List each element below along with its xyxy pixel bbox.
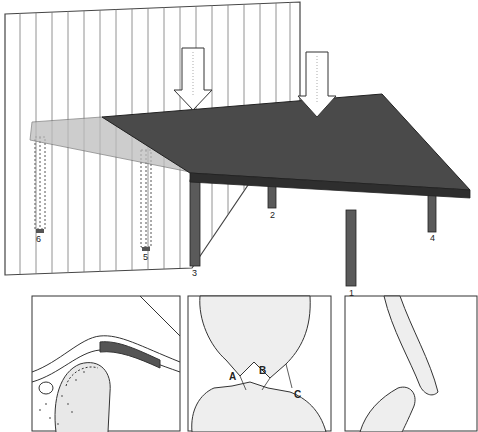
callout-number: 4 bbox=[430, 233, 435, 243]
joint-stipple bbox=[39, 371, 85, 425]
tabletop-edge bbox=[190, 173, 470, 198]
force-arrow bbox=[174, 48, 336, 117]
point-letter: A bbox=[229, 372, 236, 382]
spring-foot bbox=[36, 229, 150, 251]
callout-number: 5 bbox=[143, 252, 148, 262]
jaw-joint-sketch bbox=[32, 296, 180, 432]
callout-number: 6 bbox=[36, 234, 41, 244]
point-letter: B bbox=[259, 366, 266, 376]
incisor-sketch bbox=[360, 296, 438, 432]
tabletop bbox=[102, 94, 470, 190]
callout-number: 2 bbox=[270, 210, 275, 220]
point-letter: C bbox=[294, 390, 301, 400]
arrow-shading bbox=[193, 52, 317, 102]
molar-sketch bbox=[192, 296, 326, 432]
contact-line bbox=[240, 364, 292, 390]
callout-number: 3 bbox=[192, 268, 197, 278]
detail-panel bbox=[32, 296, 477, 431]
callout-number: 1 bbox=[349, 288, 354, 298]
